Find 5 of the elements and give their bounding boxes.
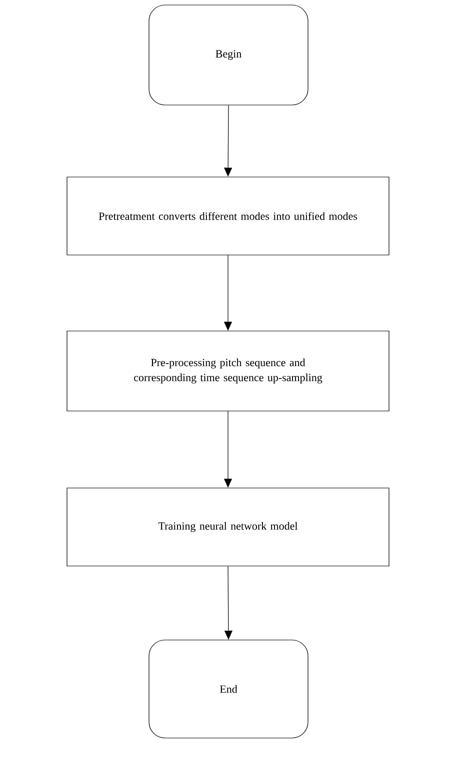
process-box: Training neural network model [66,488,390,566]
terminal-box: Begin [148,4,308,106]
process-box: Pretreatment converts different modes into unified modes [66,176,390,256]
terminal-box: End [148,640,308,738]
process-box: Pre-processing pitch sequence and corresponding time sequence up-sampling [66,330,390,412]
